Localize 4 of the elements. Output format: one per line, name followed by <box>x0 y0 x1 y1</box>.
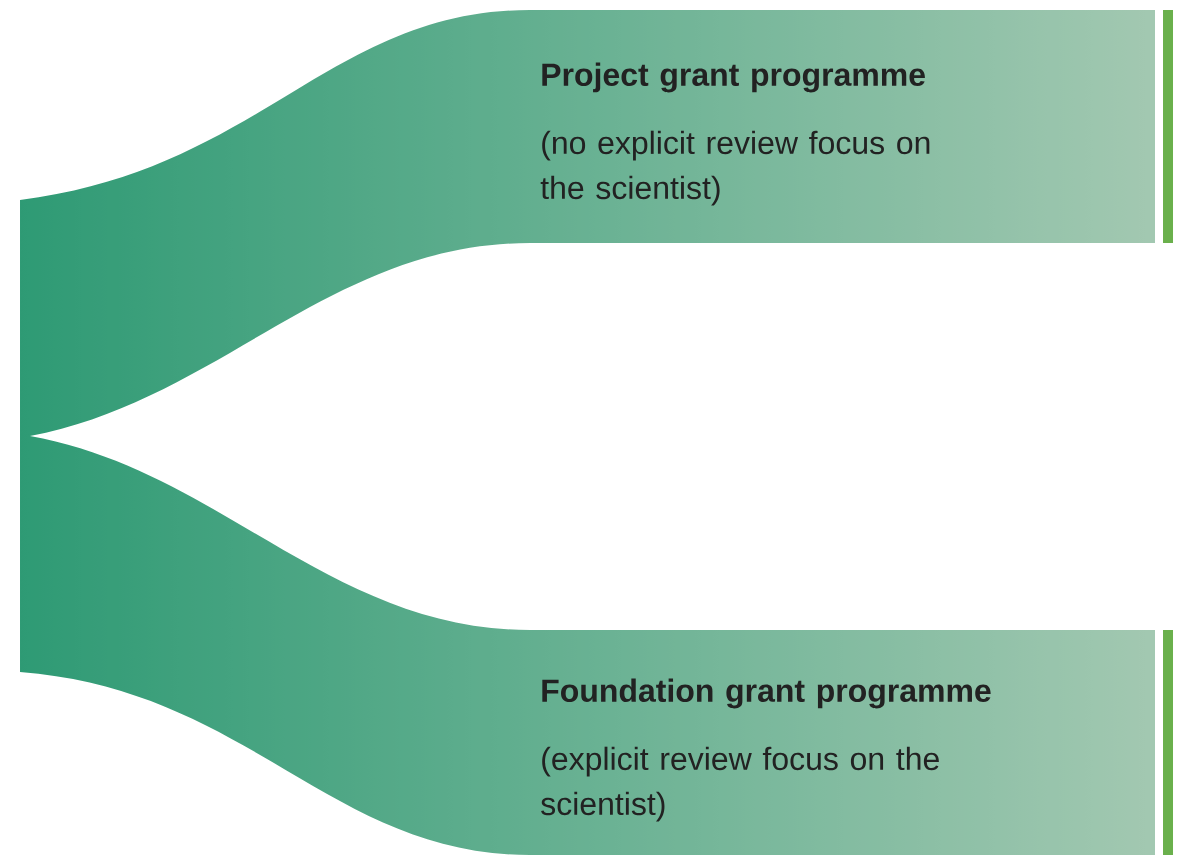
band-heading: Foundation grant programme <box>542 678 991 709</box>
band-description: (no explicit review focus on the scientist) <box>540 130 930 206</box>
band-heading: Project grant programme <box>542 62 925 93</box>
band-description: (explicit review focus on the scientist) <box>541 746 939 822</box>
